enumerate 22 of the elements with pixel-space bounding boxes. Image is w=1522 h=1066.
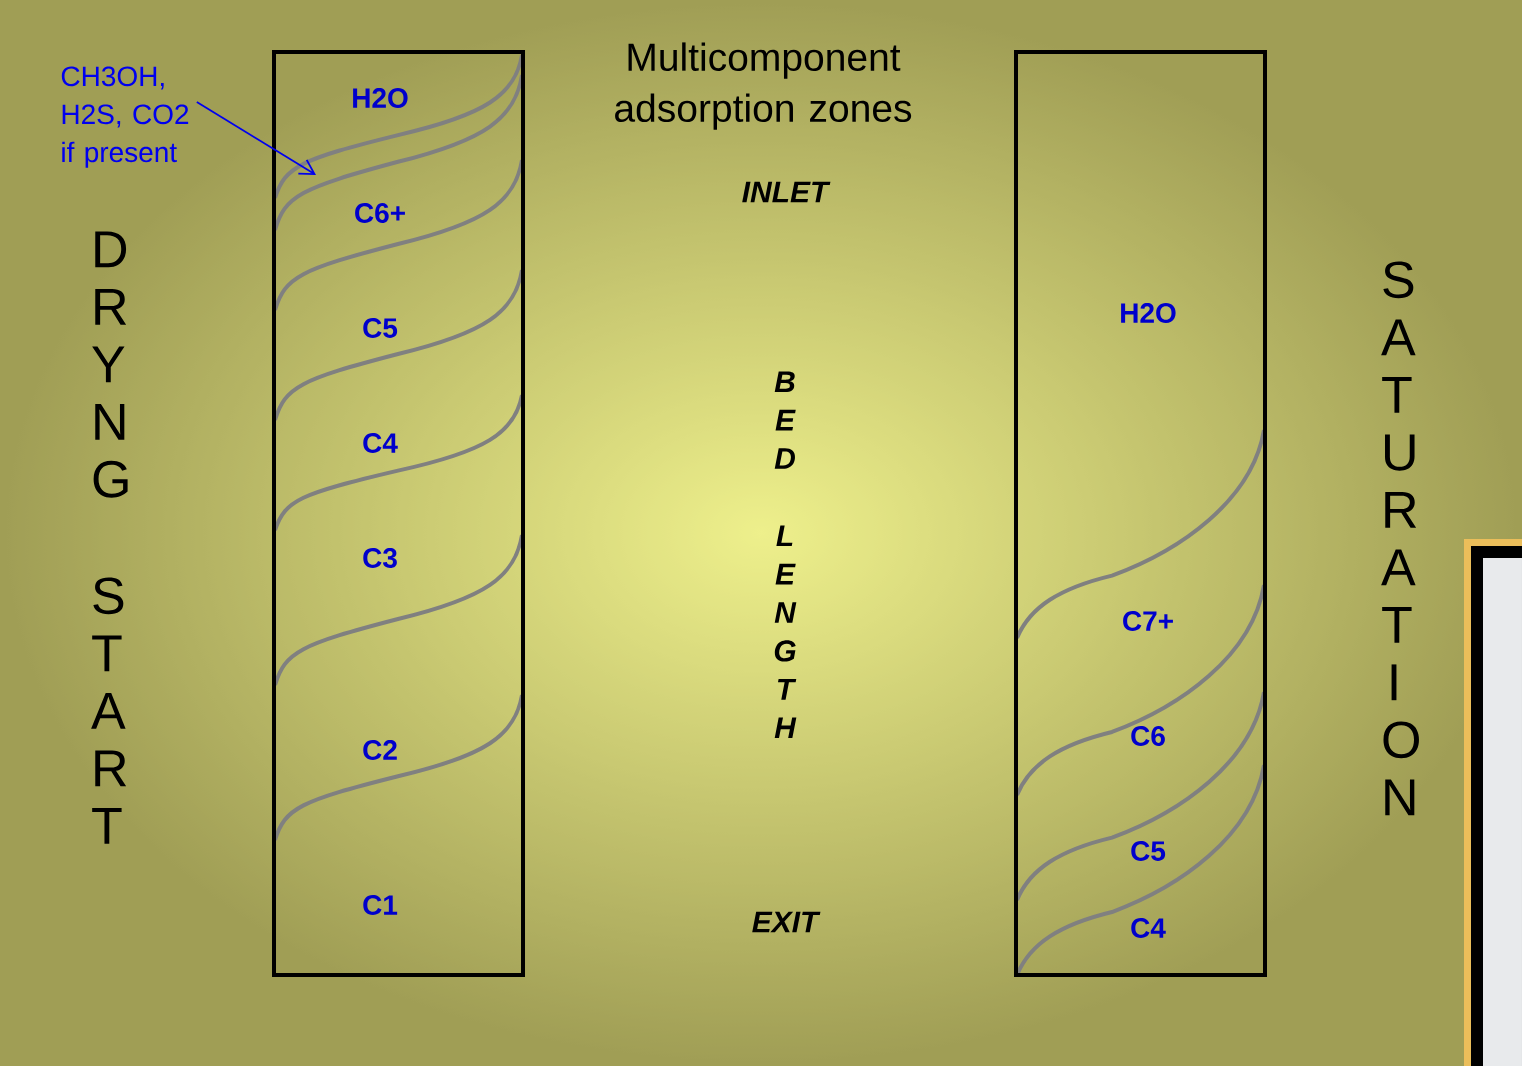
- vertical-title: D R Y N G: [92, 231, 128, 498]
- vertical-title: S T A R T: [91, 577, 127, 844]
- zone-label: C5: [1131, 841, 1166, 861]
- zone-label: C4: [1131, 918, 1166, 938]
- zone-label: H2O: [1121, 303, 1176, 323]
- zone-label: C7+: [1123, 611, 1173, 631]
- leader-arrow: [195, 101, 316, 175]
- vertical-title: S A T U R A T I O N: [1381, 261, 1419, 816]
- zone-label: C6: [1131, 726, 1165, 746]
- bed-end-label: INLET: [742, 181, 831, 203]
- zone-label: C5: [363, 318, 398, 338]
- bed-end-label: EXIT: [752, 911, 821, 933]
- axis-label: B E D: [774, 371, 796, 469]
- zone-label: C1: [363, 895, 398, 915]
- zone-label: C4: [363, 433, 398, 453]
- axis-label: L E N G T H: [774, 525, 797, 739]
- zone-label: H2O: [353, 88, 408, 108]
- title: Multicomponent adsorption zones: [615, 42, 912, 130]
- zone-label: C2: [363, 740, 397, 760]
- zone-label: C3: [363, 548, 397, 568]
- annotation-text: CH3OH, H2S, CO2 if present: [61, 66, 189, 168]
- zone-label: C6+: [355, 203, 405, 223]
